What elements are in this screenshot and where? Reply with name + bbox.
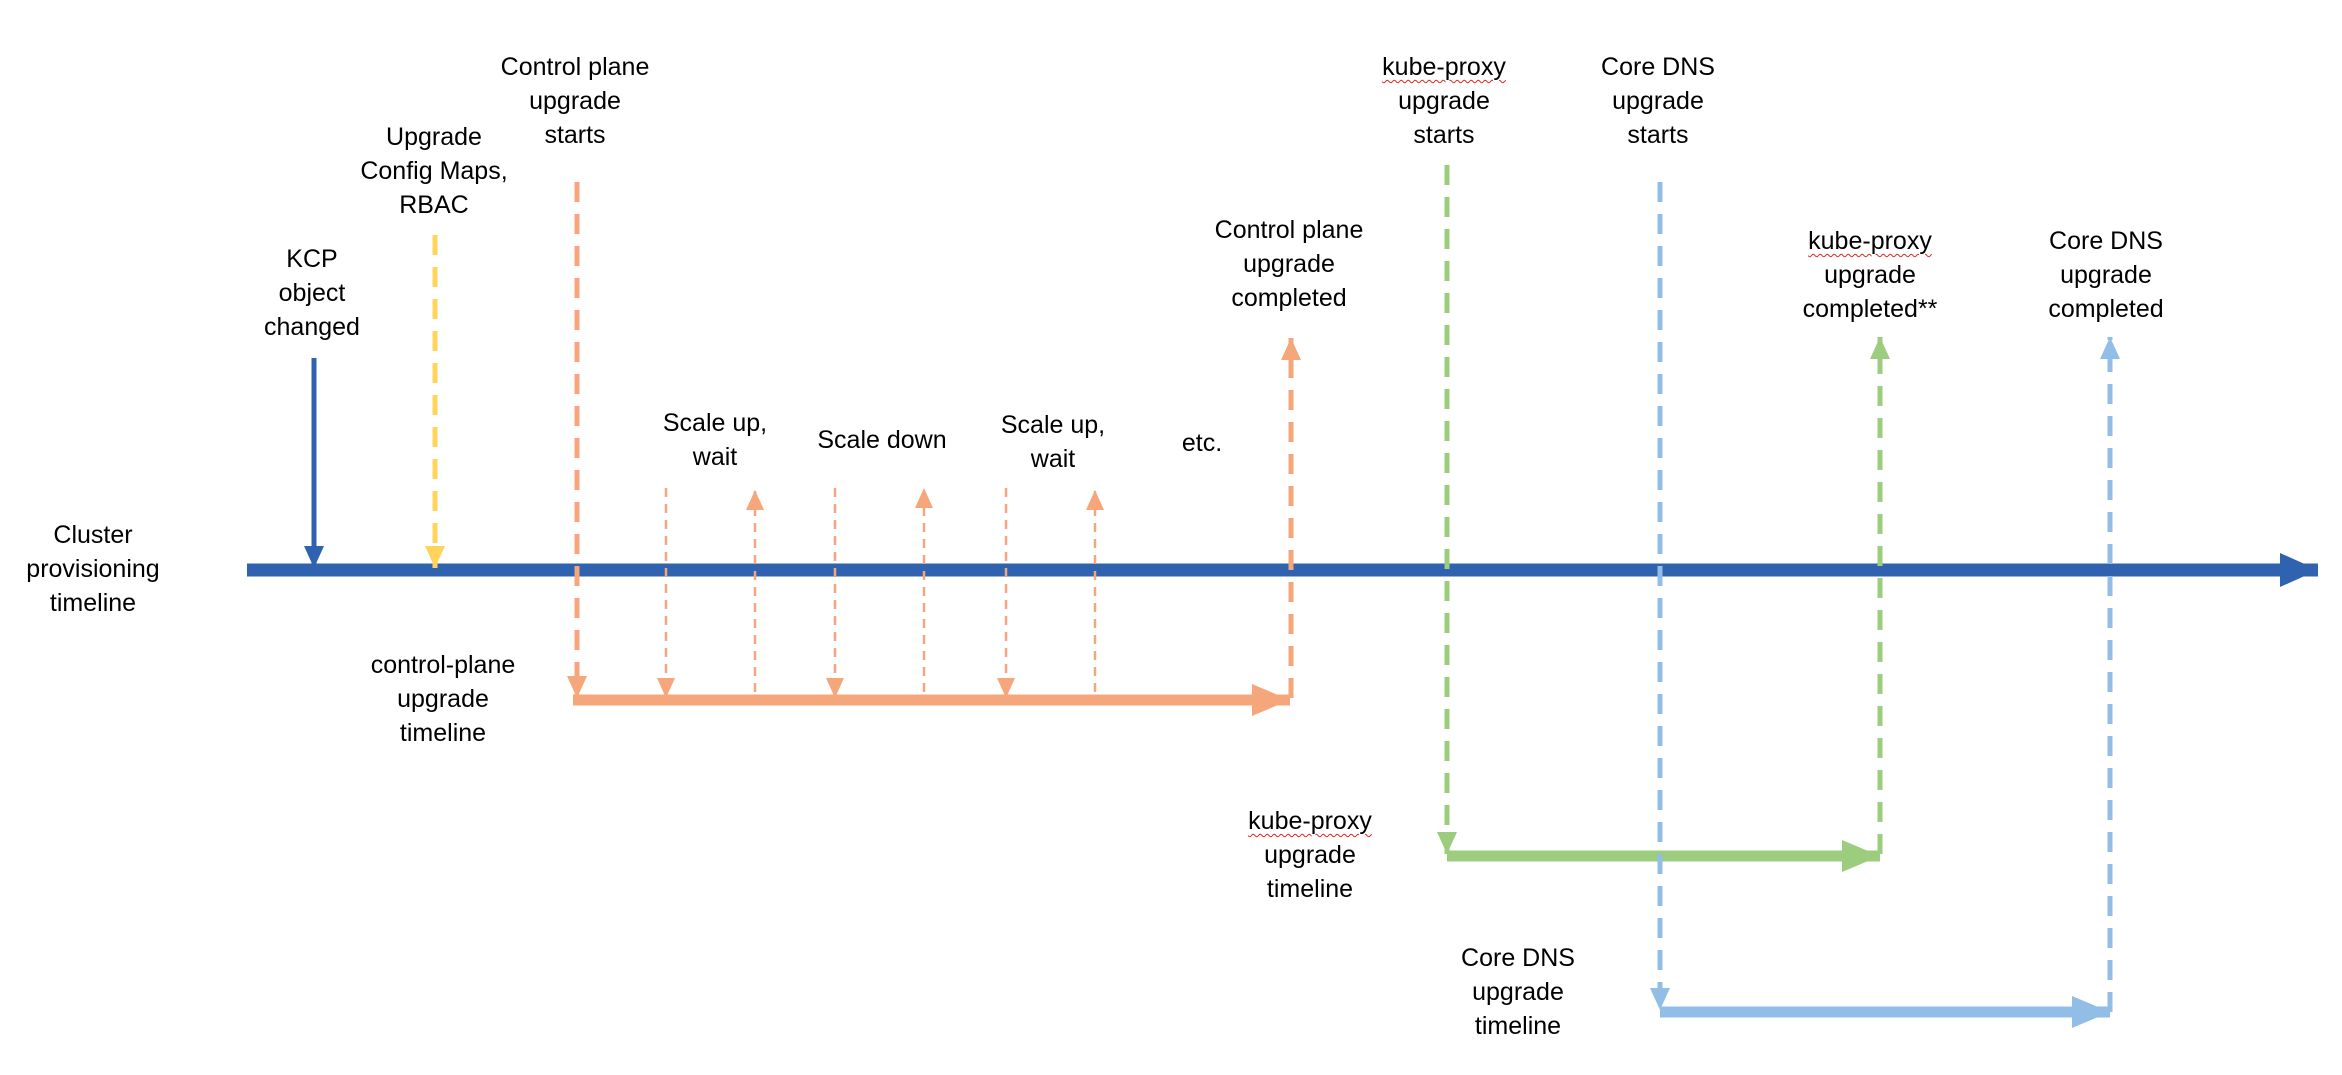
etc-label: etc. (1181, 429, 1223, 457)
kube-proxy-completed-label: kube-proxy upgrade completed** (1802, 227, 1938, 323)
scale-down-label: Scale down (817, 426, 947, 454)
cp-upgrade-starts-label: Control plane upgrade starts (500, 53, 650, 149)
cluster-timeline-label: Cluster provisioning timeline (26, 521, 160, 617)
core-dns-completed-label: Core DNS upgrade completed (2048, 227, 2164, 323)
kube-proxy-starts-label: kube-proxy upgrade starts (1382, 53, 1506, 149)
core-dns-starts-label: Core DNS upgrade starts (1601, 53, 1715, 149)
cp-upgrade-completed-label: Control plane upgrade completed (1214, 216, 1364, 312)
upgrade-configmaps-label: Upgrade Config Maps, RBAC (360, 123, 508, 219)
control-plane-timeline-label: control-plane upgrade timeline (370, 651, 516, 747)
kube-proxy-timeline-label: kube-proxy upgrade timeline (1248, 807, 1372, 903)
kcp-changed-label: KCP object changed (264, 245, 360, 341)
core-dns-timeline-label: Core DNS upgrade timeline (1461, 944, 1575, 1040)
scale-up-1-label: Scale up, wait (662, 409, 768, 471)
scale-up-2-label: Scale up, wait (1000, 411, 1106, 473)
